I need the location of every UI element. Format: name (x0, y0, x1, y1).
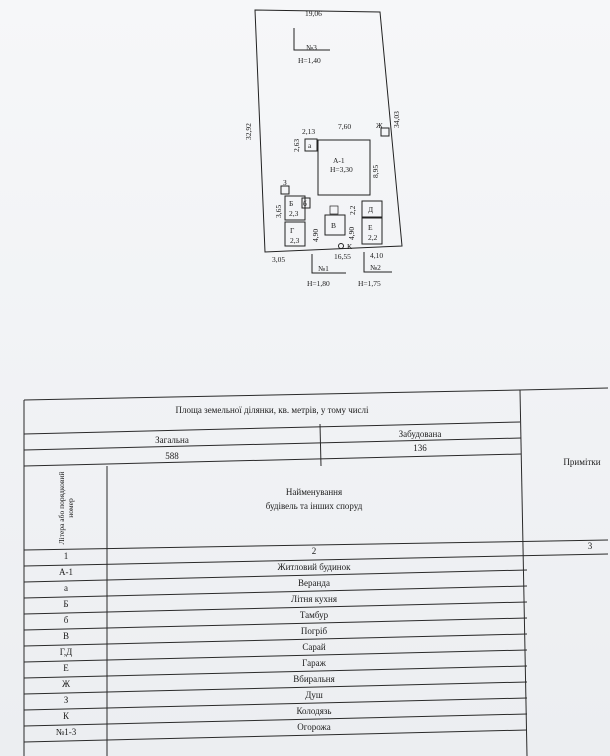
plot-boundary (254, 9, 403, 253)
row-letter: А-1 (59, 567, 73, 577)
row-letter: а (64, 583, 68, 593)
row-name: Тамбур (299, 610, 329, 620)
land-area-table: Площа земельної ділянки, кв. метрів, у т… (0, 380, 610, 756)
site-plan: 19,06 32,92 34,03 №3 Н=1,40 А-1 Н=3,30 7… (244, 9, 403, 288)
fence-1-label: №1 (318, 264, 329, 273)
total-area-value: 588 (165, 451, 179, 461)
building-d-label: Д (368, 205, 373, 214)
tambur-label: б (303, 199, 307, 208)
row-name: Погріб (300, 626, 328, 636)
building-v (324, 214, 346, 236)
dim-left-side: 32,92 (244, 123, 253, 140)
dim-house-depth: 8,95 (371, 165, 380, 178)
row-name: Душ (305, 690, 323, 700)
dim-right-side: 34,03 (392, 111, 401, 128)
fence-2-line (363, 252, 392, 273)
col-number-2: 2 (311, 546, 317, 556)
dim-veranda-w: 2,13 (302, 127, 315, 136)
row-letter: Г,Д (59, 647, 73, 657)
building-g-label: Г (290, 226, 295, 235)
letter-column-header: Літера або порядковий номер (57, 471, 75, 545)
dim-left-bottom: 3,65 (274, 205, 283, 218)
table-title: Площа земельної ділянки, кв. метрів, у т… (175, 405, 369, 415)
total-area-label: Загальна (155, 435, 189, 445)
fence-1-height: Н=1,80 (307, 279, 330, 288)
row-letter: №1-3 (55, 727, 77, 737)
fence-2-label: №2 (370, 263, 381, 272)
dim-b-height: 4,90 (311, 229, 320, 242)
table-grid (23, 387, 609, 756)
row-letter: б (63, 615, 69, 625)
name-column-header-line1: Найменування (285, 487, 343, 497)
dim-left-base: 3,05 (272, 255, 285, 264)
row-name: Сарай (302, 642, 326, 652)
built-area-value: 136 (413, 443, 427, 453)
row-name: Літня кухня (291, 594, 337, 604)
row-letter: Ж (61, 679, 71, 689)
building-g-value: 2,3 (290, 236, 300, 245)
well-k (338, 243, 344, 249)
row-letter: З (63, 695, 69, 705)
dim-middle-base: 16,55 (334, 252, 351, 261)
built-area-label: Забудована (398, 429, 442, 439)
veranda-a (304, 138, 318, 152)
dim-veranda-h: 2,63 (292, 139, 301, 152)
veranda-label: а (308, 141, 312, 150)
building-zh (380, 127, 390, 137)
row-name: Веранда (298, 578, 330, 588)
row-name: Гараж (302, 658, 326, 668)
building-g (284, 221, 306, 247)
fence-1-line (311, 254, 346, 274)
building-b-label: Б (289, 199, 293, 208)
row-name: Огорожа (297, 722, 331, 732)
dim-house-width: 7,60 (338, 122, 351, 131)
fence-3-line (293, 28, 330, 51)
building-e-label: Е (368, 223, 373, 232)
building-e (361, 217, 383, 245)
dim-top-width: 19,06 (305, 9, 322, 18)
cellar-entry (329, 205, 339, 215)
house-a1-height: Н=3,30 (330, 165, 353, 174)
dim-d-height: 2,2 (348, 205, 357, 215)
row-letter: Е (63, 663, 69, 673)
fence-3-height: Н=1,40 (298, 56, 321, 65)
row-name: Житловий будинок (277, 562, 351, 572)
row-letter: Б (63, 599, 69, 609)
row-letter: В (62, 631, 70, 641)
row-name: Вбиральня (293, 674, 335, 684)
building-v-label: В (331, 221, 336, 230)
col-number-3: 3 (587, 541, 593, 551)
well-label: К (347, 242, 353, 251)
fence-3-label: №3 (306, 43, 317, 52)
house-a1 (317, 139, 371, 196)
fence-2-height: Н=1,75 (358, 279, 381, 288)
dim-right-base: 4,10 (370, 251, 383, 260)
building-d (361, 200, 383, 218)
house-a1-label: А-1 (333, 156, 345, 165)
building-z-label: З (283, 178, 287, 187)
dim-v-height: 4,90 (347, 227, 356, 240)
building-e-value: 2,2 (368, 233, 378, 242)
name-column-header-line2: будівель та інших споруд (265, 501, 363, 511)
building-zh-label: Ж (376, 121, 383, 130)
col-number-1: 1 (63, 551, 69, 561)
building-z (280, 185, 290, 195)
building-b-value: 2,3 (289, 209, 299, 218)
tambur-b (301, 197, 311, 209)
row-letter: К (62, 711, 70, 721)
row-name: Колодязь (296, 706, 332, 716)
notes-header: Примітки (563, 457, 601, 467)
